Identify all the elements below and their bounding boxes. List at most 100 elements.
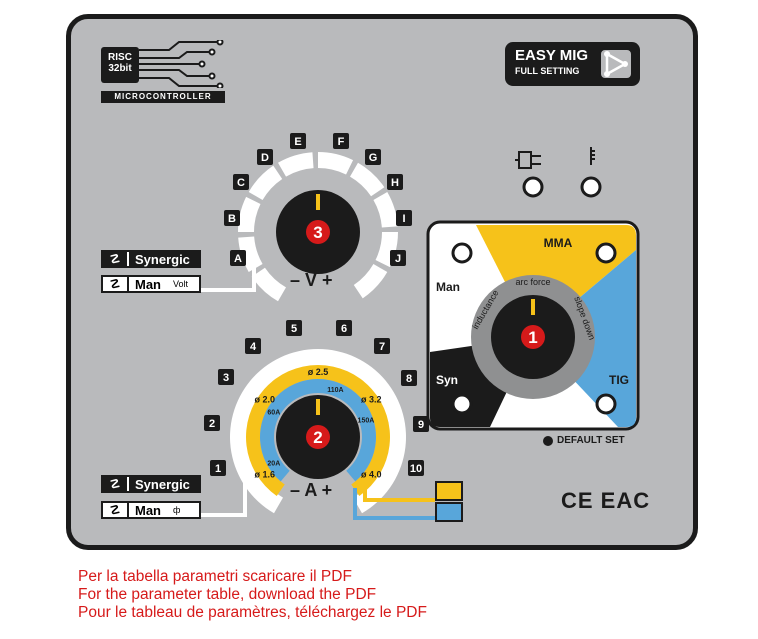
voltage-synergic-label: Synergic xyxy=(135,251,190,267)
mode-label-man: Man xyxy=(436,280,460,294)
voltage-scale-label: B xyxy=(224,210,240,226)
voltage-scale-label: F xyxy=(333,133,349,149)
easy-mig-subtitle: FULL SETTING xyxy=(515,66,580,76)
voltage-scale-label: E xyxy=(290,133,306,149)
thermometer-icon xyxy=(590,147,595,165)
svg-text:A: A xyxy=(234,253,242,265)
voltage-scale-label: C xyxy=(233,174,249,190)
current-knob-number: 2 xyxy=(313,428,322,447)
svg-text:4: 4 xyxy=(250,341,257,353)
current-synergic-label: Synergic xyxy=(135,476,190,492)
voltage-scale-segment xyxy=(318,152,354,175)
svg-text:9: 9 xyxy=(418,419,424,431)
easy-mig-title: EASY MIG xyxy=(515,47,589,64)
current-man-sub: ф xyxy=(173,505,181,515)
mode-label-syn: Syn xyxy=(436,373,458,387)
svg-text:2: 2 xyxy=(209,418,215,430)
voltage-scale-label: J xyxy=(390,250,406,266)
footer-line-it: Per la tabella parametri scaricare il PD… xyxy=(78,568,352,585)
svg-text:E: E xyxy=(294,136,301,148)
voltage-scale-segment xyxy=(353,264,388,299)
wire-diameter-label: ø 2.0 xyxy=(254,395,275,405)
circuit-traces-icon xyxy=(139,40,224,88)
amp-label: 110A xyxy=(327,387,343,394)
voltage-knob-number: 3 xyxy=(313,223,322,242)
svg-text:C: C xyxy=(237,177,245,189)
svg-text:8: 8 xyxy=(406,373,412,385)
default-set-indicator: DEFAULT SET xyxy=(543,435,625,446)
current-axis-label: – A + xyxy=(290,480,333,500)
risc-label: RISC xyxy=(108,52,132,63)
yellow-connector-line xyxy=(363,482,435,502)
voltage-synergic-button[interactable]: ☡ Synergic xyxy=(101,250,201,268)
current-scale-label: 7 xyxy=(374,338,390,354)
mode-function-label: arc force xyxy=(515,277,550,287)
svg-text:G: G xyxy=(369,152,378,164)
voltage-man-sub: Volt xyxy=(173,279,189,289)
mode-knob-center xyxy=(521,325,545,349)
mma-selector-tab xyxy=(435,481,463,501)
current-scale-label: 1 xyxy=(210,460,226,476)
current-blue-band xyxy=(260,378,376,482)
voltage-man-label: Man xyxy=(135,276,161,292)
voltage-knob-center xyxy=(306,220,330,244)
voltage-scale-segment xyxy=(373,192,398,228)
svg-text:D: D xyxy=(261,152,269,164)
amp-label: 20A xyxy=(267,461,280,468)
svg-text:J: J xyxy=(395,253,401,265)
current-knob-pointer xyxy=(316,399,320,415)
easy-mig-badge: EASY MIG FULL SETTING xyxy=(505,42,640,86)
thermal-led xyxy=(580,176,602,198)
voltage-scale-segment xyxy=(278,152,314,177)
amp-label: 150A xyxy=(358,418,375,425)
default-set-dot-icon xyxy=(543,435,553,446)
current-knob-center xyxy=(306,425,330,449)
svg-text:6: 6 xyxy=(341,323,347,335)
current-scale-label: 5 xyxy=(286,320,302,336)
voltage-axis-label: – V + xyxy=(290,270,333,290)
tig-selector-tab xyxy=(435,502,463,522)
voltage-scale-segment xyxy=(350,162,385,197)
footer-line-en: For the parameter table, download the PD… xyxy=(78,586,377,603)
torch-icon: ☡ xyxy=(103,252,129,266)
risc-bit-label: 32bit xyxy=(108,63,132,74)
wire-diameter-label: ø 4.0 xyxy=(361,469,382,479)
svg-text:5: 5 xyxy=(291,323,297,335)
mode-label-mma: MMA xyxy=(544,236,573,250)
svg-text:F: F xyxy=(338,136,345,148)
voltage-man-button[interactable]: ☡ Man Volt xyxy=(101,275,201,293)
svg-text:10: 10 xyxy=(410,463,422,475)
voltage-knob-pointer xyxy=(316,194,320,210)
voltage-scale-segment xyxy=(238,236,263,272)
mode-led xyxy=(451,393,473,415)
current-man-button[interactable]: ☡ Man ф xyxy=(101,501,201,519)
mode-led xyxy=(595,242,617,264)
blue-connector-line xyxy=(353,488,435,520)
mode-led xyxy=(595,393,617,415)
voltage-scale-label: H xyxy=(387,174,403,190)
risc-chip-badge: RISC 32bit xyxy=(101,47,139,83)
status-leds xyxy=(522,176,602,198)
svg-text:3: 3 xyxy=(223,372,229,384)
current-scale-label: 6 xyxy=(336,320,352,336)
current-scale-label: 3 xyxy=(218,369,234,385)
current-scale-label: 9 xyxy=(413,416,429,432)
amp-label: 60A xyxy=(267,410,280,417)
wire-diameter-label: ø 2.5 xyxy=(308,367,329,377)
current-man-label: Man xyxy=(135,502,161,518)
mode-label-tig: TIG xyxy=(609,373,629,387)
voltage-connector-line xyxy=(201,258,256,292)
voltage-scale-segment xyxy=(248,165,283,200)
current-scale-label: 10 xyxy=(408,460,424,476)
svg-text:H: H xyxy=(391,177,399,189)
current-scale-label: 2 xyxy=(204,415,220,431)
svg-text:I: I xyxy=(402,213,405,225)
certification-marks: CE EAC xyxy=(561,488,651,513)
mode-led xyxy=(451,242,473,264)
svg-text:7: 7 xyxy=(379,341,385,353)
wire-diameter-label: ø 3.2 xyxy=(361,395,382,405)
default-set-label: DEFAULT SET xyxy=(557,435,625,446)
current-synergic-button[interactable]: ☡ Synergic xyxy=(101,475,201,493)
voltage-scale-segment xyxy=(251,267,286,302)
